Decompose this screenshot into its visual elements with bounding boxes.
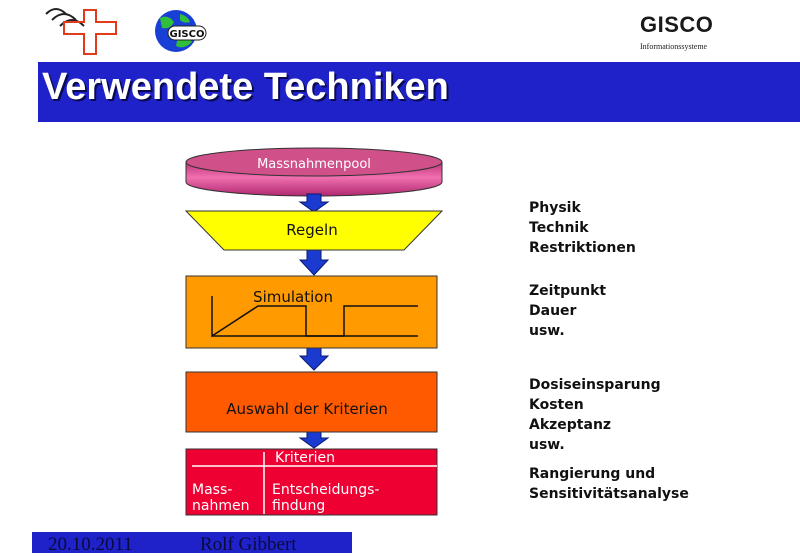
pool-cylinder: Massnahmenpool bbox=[185, 147, 443, 197]
matrix-header: Kriterien bbox=[275, 450, 335, 466]
selection-box: Auswahl der Kriterien bbox=[185, 371, 438, 433]
side-note-item: Rangierung und bbox=[529, 466, 656, 482]
swiss-cross-icon bbox=[63, 9, 117, 55]
globe-logo: GISCO bbox=[155, 10, 207, 52]
pool-label: Massnahmenpool bbox=[257, 157, 371, 172]
decision-matrix: Kriterien Mass- nahmen Entscheidungs- fi… bbox=[185, 448, 438, 516]
arrow-down-icon bbox=[298, 431, 330, 449]
arrow-down-icon bbox=[298, 193, 330, 213]
side-note-item: Physik bbox=[529, 200, 581, 216]
footer-bar bbox=[32, 532, 352, 553]
simulation-label: Simulation bbox=[253, 288, 333, 306]
brand-subtitle: Informationssysteme bbox=[640, 42, 708, 51]
rules-funnel: Regeln bbox=[184, 210, 444, 251]
rules-label: Regeln bbox=[286, 221, 337, 239]
footer-date: 20.10.2011 bbox=[48, 534, 133, 555]
side-notes-simulation: Zeitpunkt Dauer usw. bbox=[529, 281, 606, 341]
arrow-down-icon bbox=[298, 347, 330, 371]
slide-title: Verwendete Techniken bbox=[42, 66, 449, 108]
simulation-box: Simulation bbox=[185, 275, 438, 349]
side-note-item: Dauer bbox=[529, 303, 577, 319]
side-note-item: usw. bbox=[529, 437, 565, 453]
side-note-item: Dosiseinsparung bbox=[529, 377, 661, 393]
logo-cross bbox=[45, 8, 117, 55]
side-notes-ranking: Rangierung und Sensitivitätsanalyse bbox=[529, 464, 689, 504]
signal-waves-icon bbox=[45, 8, 85, 27]
side-note-item: usw. bbox=[529, 323, 565, 339]
side-note-item: Akzeptanz bbox=[529, 417, 612, 433]
footer-author: Rolf Gibbert bbox=[200, 534, 297, 555]
brand-title: GISCO bbox=[640, 12, 714, 37]
side-note-item: Zeitpunkt bbox=[529, 283, 607, 299]
simulation-curve bbox=[211, 296, 418, 338]
arrow-down-icon bbox=[298, 249, 330, 276]
matrix-row-label-1: Mass- bbox=[192, 482, 232, 498]
matrix-cell-line-1: Entscheidungs- bbox=[272, 482, 379, 498]
side-note-item: Restriktionen bbox=[529, 240, 636, 256]
matrix-cell-line-2: findung bbox=[272, 498, 325, 514]
side-notes-criteria: Dosiseinsparung Kosten Akzeptanz usw. bbox=[529, 375, 661, 455]
side-note-item: Kosten bbox=[529, 397, 584, 413]
globe-logo-text: GISCO bbox=[170, 29, 205, 40]
side-note-item: Technik bbox=[529, 220, 589, 236]
matrix-row-label-2: nahmen bbox=[192, 498, 249, 514]
selection-label: Auswahl der Kriterien bbox=[226, 400, 388, 418]
flow-arrows bbox=[298, 193, 330, 449]
title-bar bbox=[38, 62, 800, 122]
side-notes-rules: Physik Technik Restriktionen bbox=[529, 198, 636, 258]
side-note-item: Sensitivitätsanalyse bbox=[529, 486, 689, 502]
